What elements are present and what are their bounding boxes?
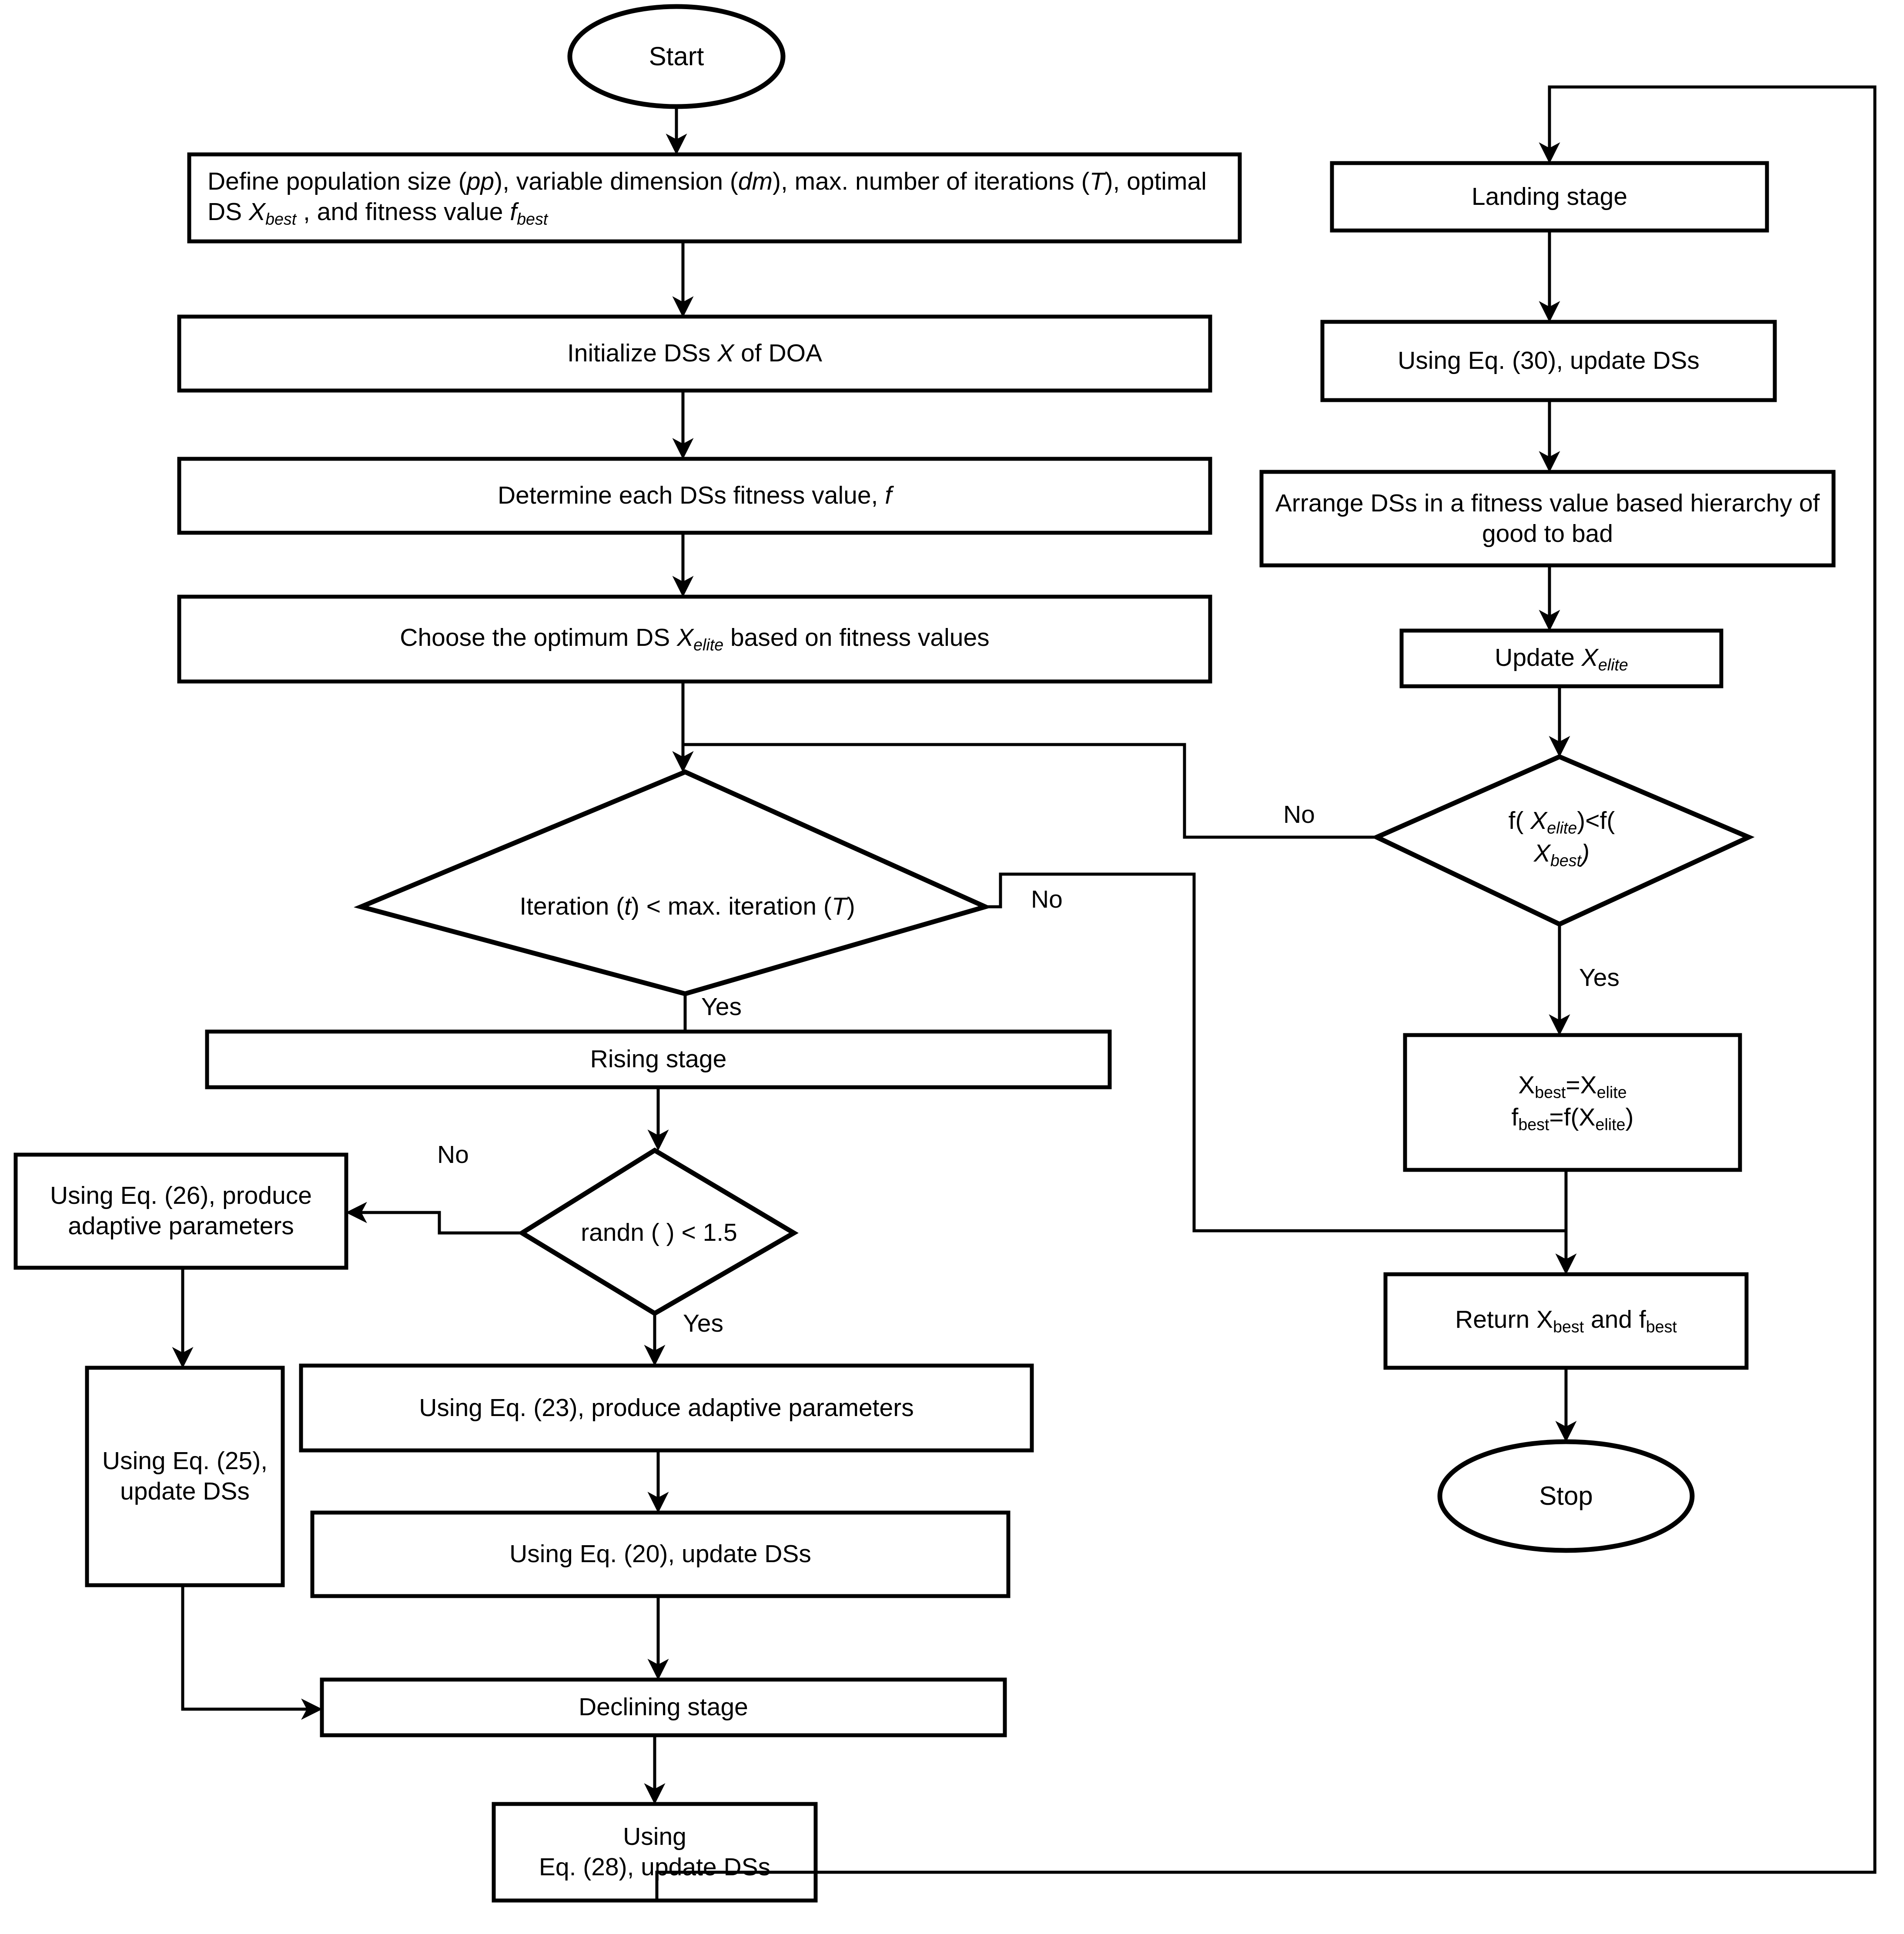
eq26-node[interactable] xyxy=(13,1152,348,1270)
eq20-node[interactable] xyxy=(310,1510,1011,1598)
assign-best-node[interactable] xyxy=(1403,1033,1742,1172)
randn-no-label: No xyxy=(437,1141,469,1169)
start-node[interactable] xyxy=(567,4,786,109)
fitness-check-node[interactable] xyxy=(1371,754,1755,927)
edge-fitnessno-to-iteration xyxy=(672,743,1377,839)
return-node[interactable] xyxy=(1383,1272,1749,1370)
rising-node[interactable] xyxy=(205,1029,1112,1089)
initialize-node[interactable] xyxy=(177,314,1212,393)
edge-eq28-landing xyxy=(655,85,1877,1901)
randn-yes-label: Yes xyxy=(683,1309,723,1337)
eq30-node[interactable] xyxy=(1320,320,1777,402)
fitness-yes-label: Yes xyxy=(1579,964,1620,992)
randn-check-node[interactable] xyxy=(517,1147,799,1316)
arrange-node[interactable] xyxy=(1259,470,1836,568)
edge-randn-no xyxy=(345,1202,522,1235)
declining-node[interactable] xyxy=(320,1677,1007,1737)
landing-node[interactable] xyxy=(1330,161,1769,233)
define-node[interactable] xyxy=(187,152,1242,244)
stop-node[interactable] xyxy=(1437,1439,1695,1553)
edge-iteration-no xyxy=(985,872,1566,1233)
eq28-node[interactable] xyxy=(492,1802,818,1903)
iteration-no-label: No xyxy=(1031,885,1063,913)
fitness-no-label: No xyxy=(1283,801,1315,828)
iteration-yes-label: Yes xyxy=(701,993,742,1021)
update-elite-node[interactable] xyxy=(1399,628,1723,688)
iteration-check-node[interactable] xyxy=(353,769,992,996)
edge-eq25-declining xyxy=(181,1585,323,1720)
determine-node[interactable] xyxy=(177,457,1212,535)
eq23-node[interactable] xyxy=(299,1363,1034,1453)
eq25-node[interactable] xyxy=(85,1366,285,1587)
choose-node[interactable] xyxy=(177,595,1212,684)
